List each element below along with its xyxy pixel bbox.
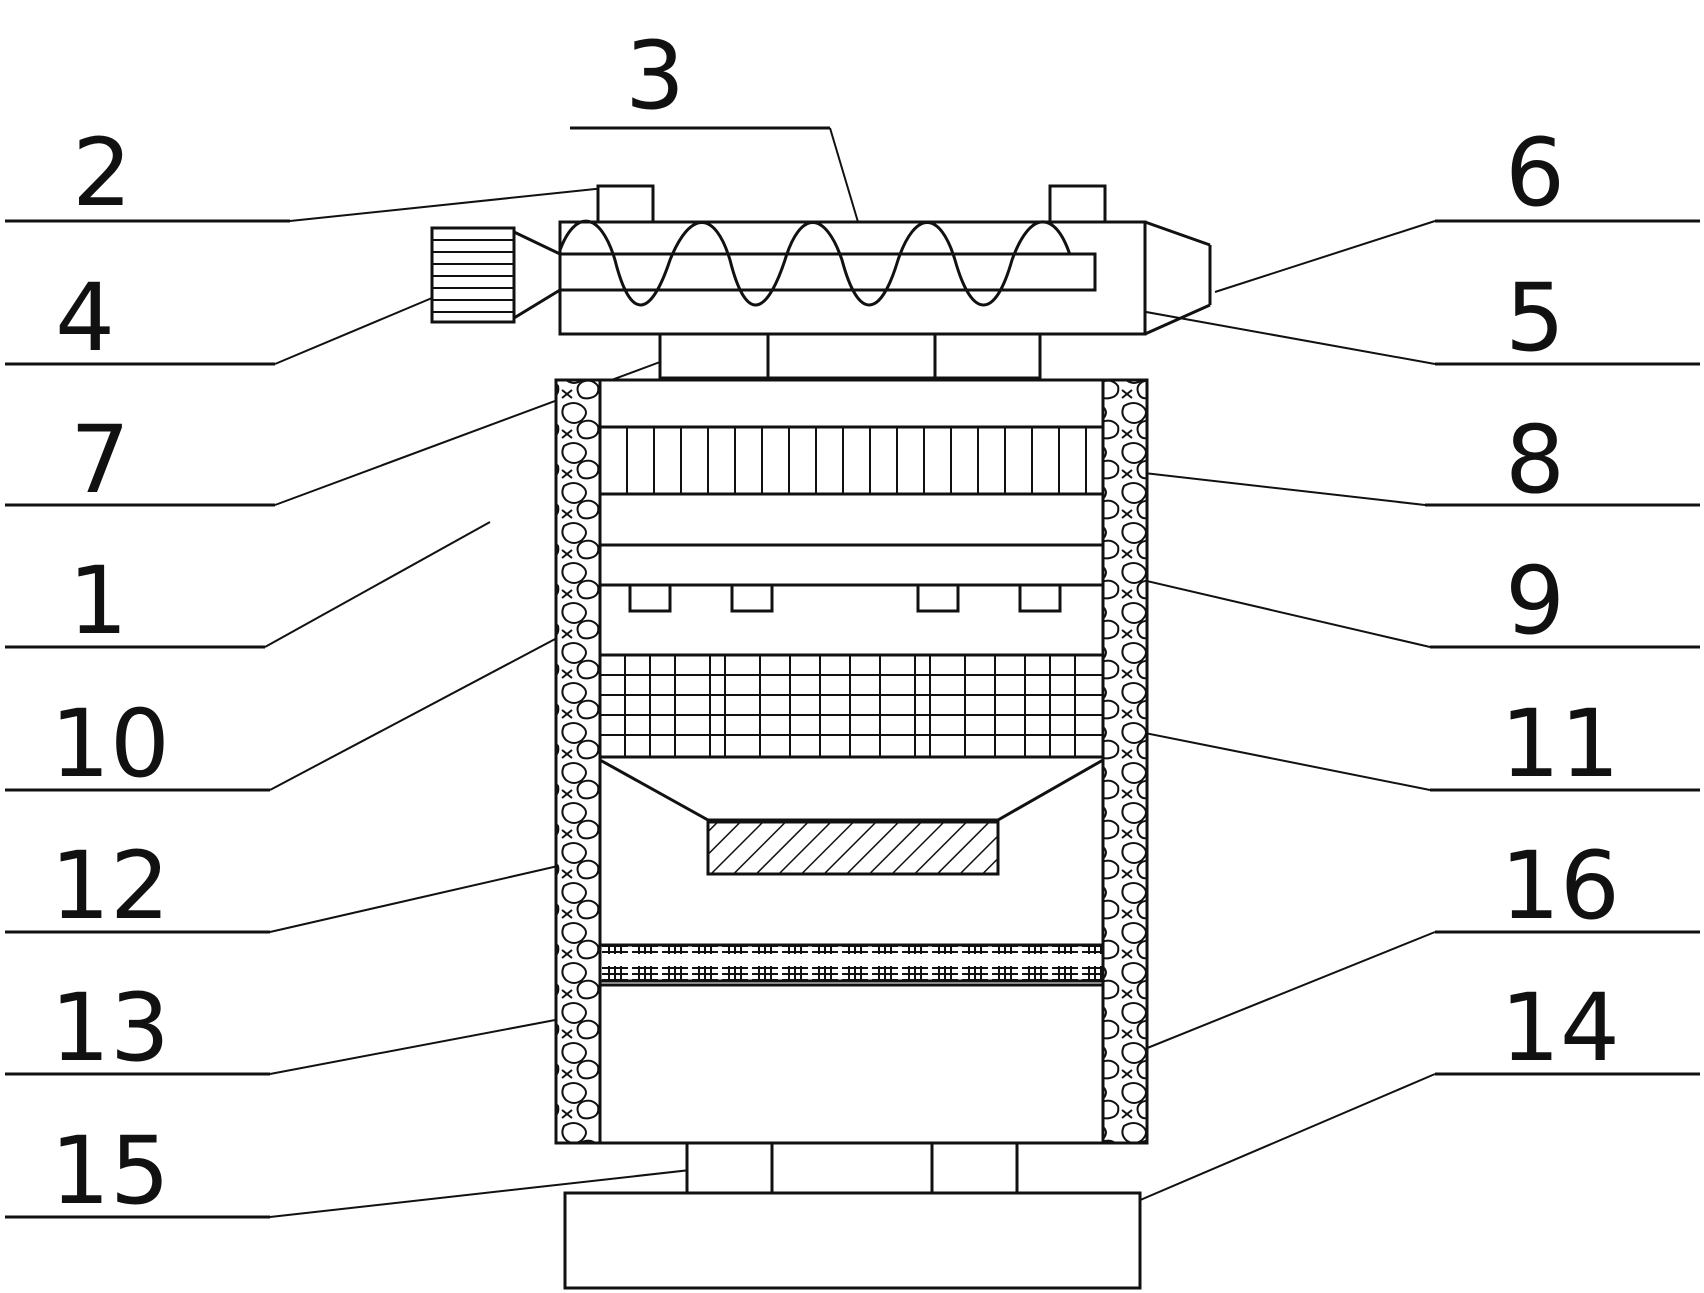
- base-assembly: [563, 1141, 1142, 1290]
- callout-13: 13: [50, 974, 170, 1083]
- callout-9: 9: [1505, 547, 1565, 656]
- callout-12: 12: [50, 832, 170, 941]
- callout-11: 11: [1500, 690, 1620, 799]
- callout-15: 15: [50, 1117, 170, 1226]
- callout-6: 6: [1505, 119, 1565, 228]
- motor-fins-icon: [432, 239, 514, 313]
- callout-2: 2: [72, 119, 132, 228]
- grid-filter: [598, 653, 1105, 759]
- callout-16: 16: [1500, 832, 1620, 941]
- label-underlines: [5, 126, 1700, 1219]
- nozzles: [628, 583, 1062, 613]
- callout-8: 8: [1505, 406, 1565, 515]
- callout-10: 10: [50, 690, 170, 799]
- filter-bars: [600, 427, 1103, 496]
- callout-5: 5: [1505, 264, 1565, 373]
- callout-7: 7: [70, 406, 130, 515]
- top-assembly: [430, 184, 1212, 380]
- callout-4: 4: [55, 264, 115, 373]
- callout-14: 14: [1500, 974, 1620, 1083]
- main-body: [554, 378, 1149, 1145]
- callout-3: 3: [625, 22, 685, 131]
- callout-1: 1: [68, 547, 128, 656]
- callout-labels: 3 2 6 4 5 7 8 1 9 10 11 12 16 13 14 15: [50, 22, 1620, 1226]
